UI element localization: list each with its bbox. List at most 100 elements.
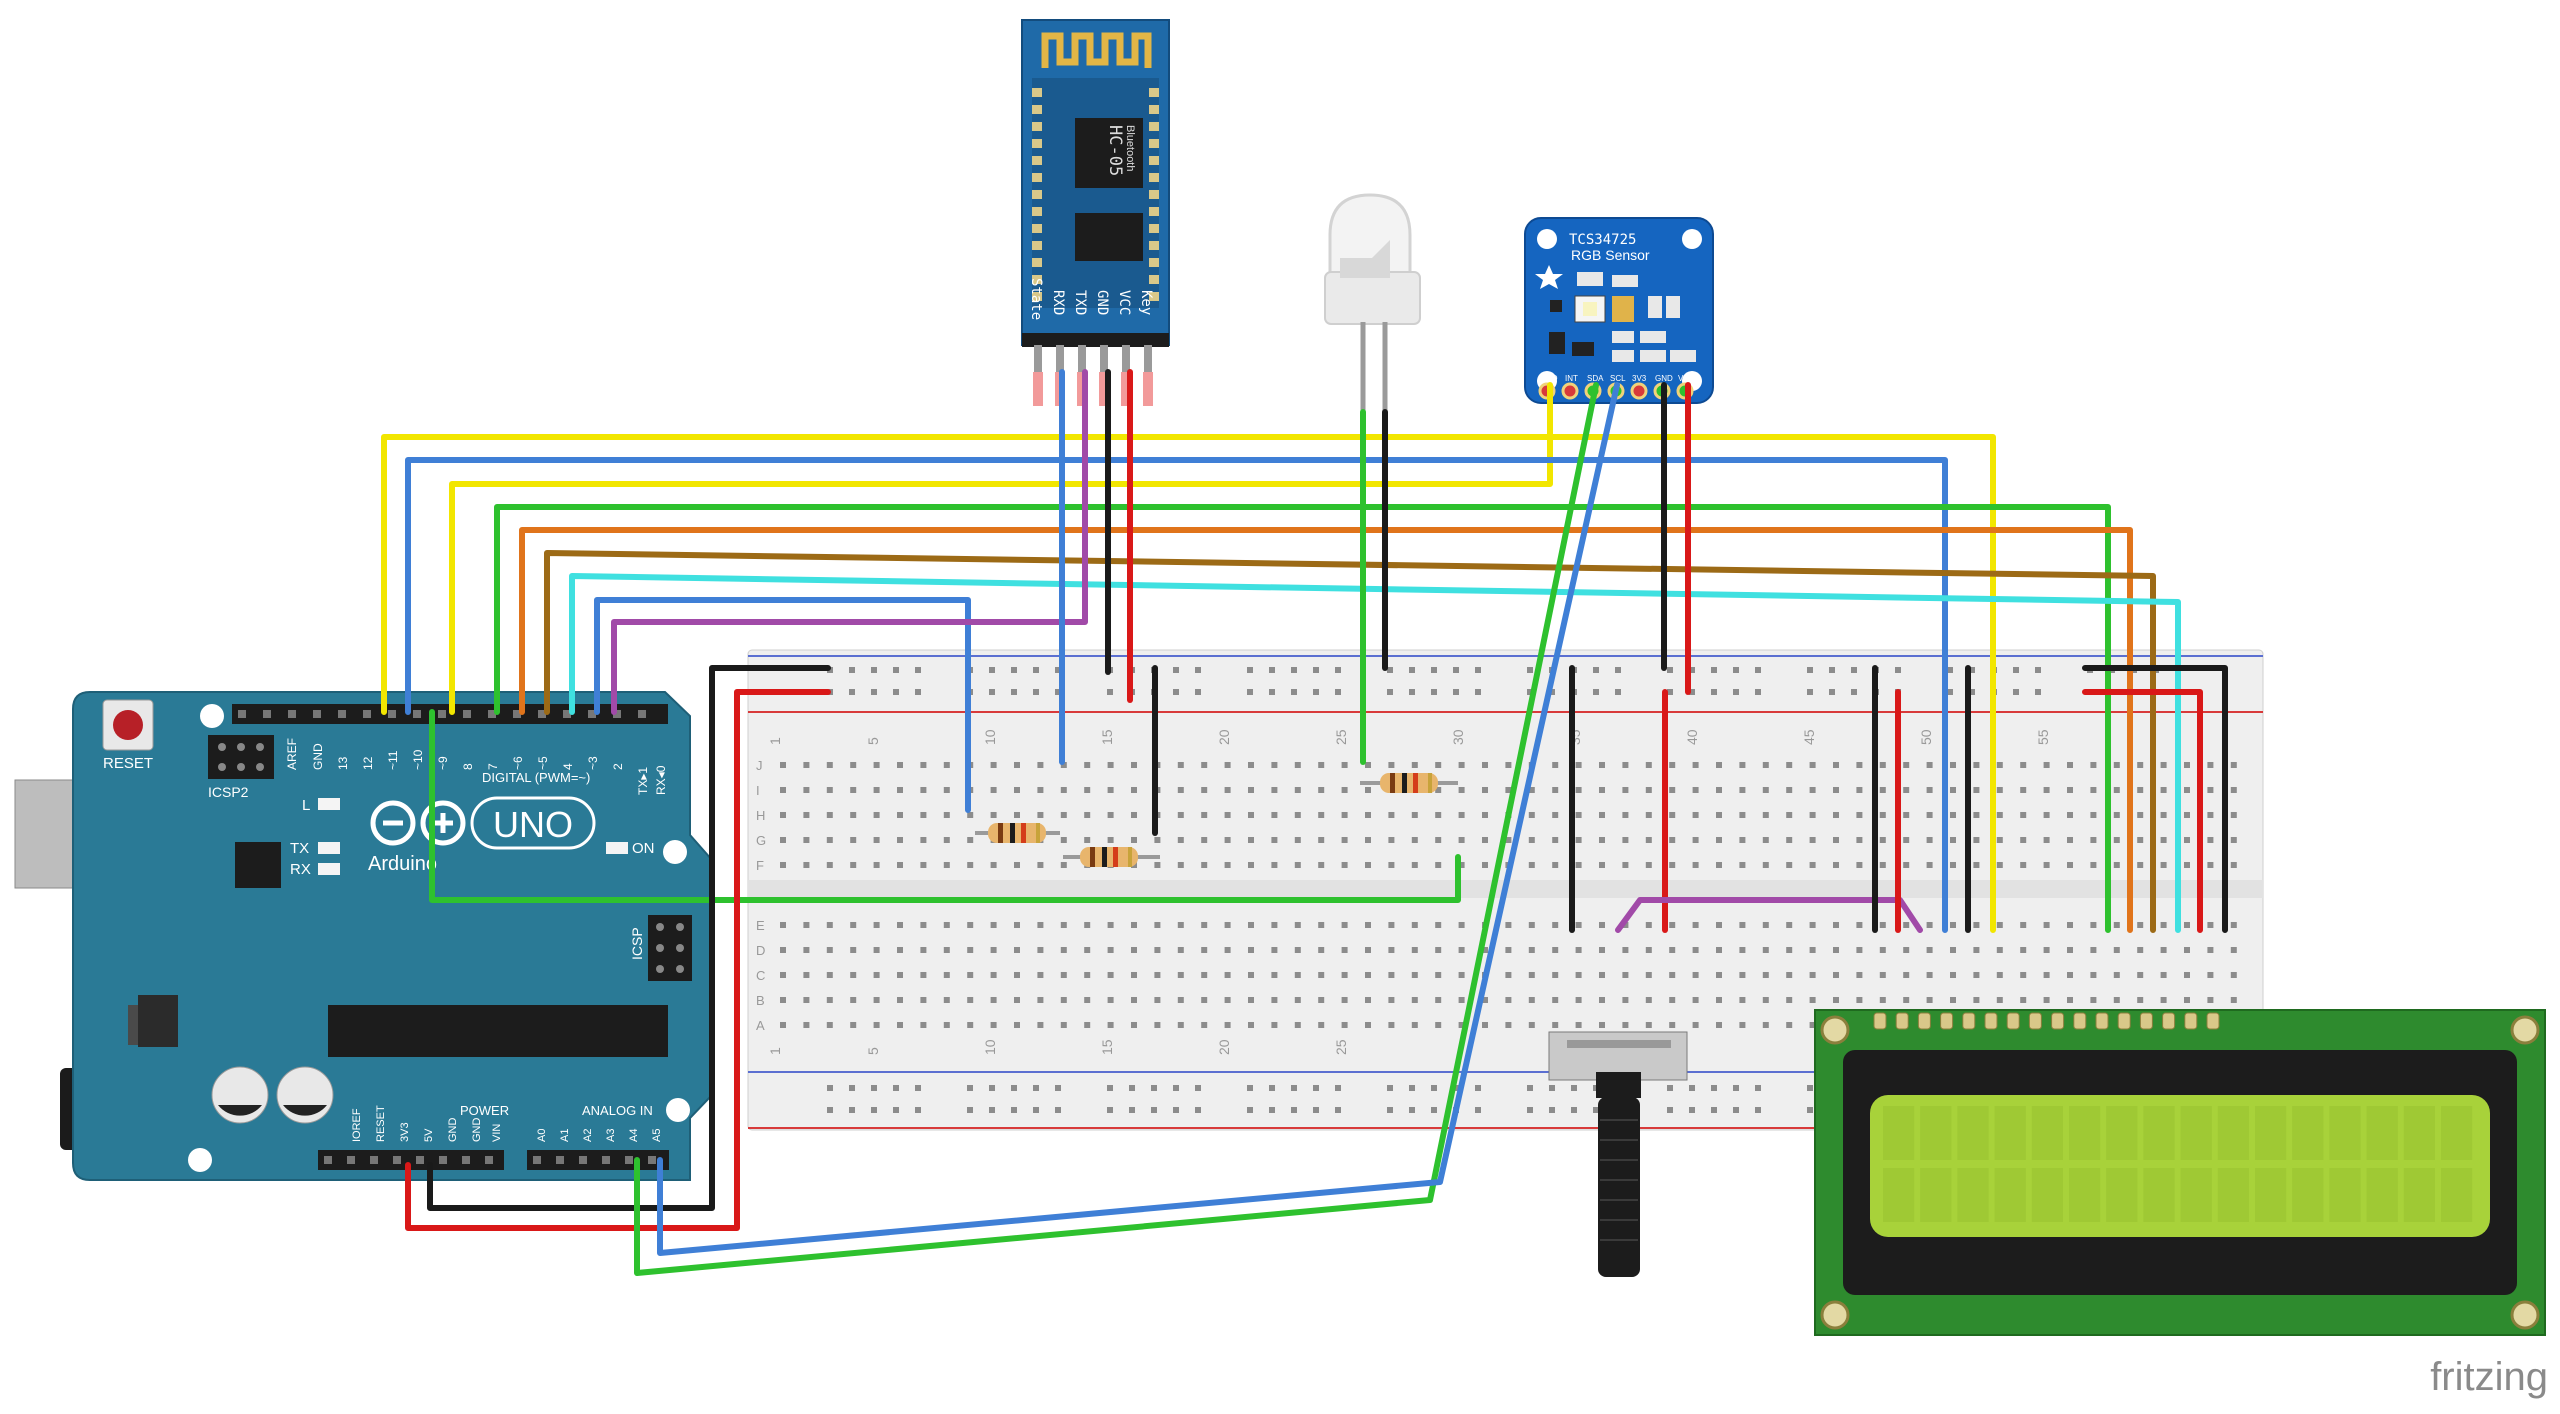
breadboard-hole <box>1716 997 1722 1003</box>
rail-hole <box>1409 689 1415 695</box>
rail-hole <box>1335 667 1341 673</box>
breadboard-hole <box>1762 837 1769 843</box>
breadboard-hole <box>1786 812 1793 818</box>
bt-pad <box>1149 105 1159 114</box>
breadboard-hole <box>990 947 997 953</box>
breadboard-hole <box>1037 997 1044 1003</box>
breadboard-hole <box>873 972 880 978</box>
col-num-45: 45 <box>1801 729 1817 745</box>
led-rx <box>318 863 340 875</box>
rail-hole <box>1947 667 1953 673</box>
header-pin <box>625 1156 633 1164</box>
breadboard-hole <box>1739 972 1746 978</box>
breadboard-hole <box>1060 947 1067 953</box>
rail-hole <box>871 1085 877 1091</box>
breadboard-hole <box>2207 862 2214 868</box>
breadboard-hole <box>1037 862 1044 868</box>
breadboard-hole <box>1879 972 1886 978</box>
breadboard-hole <box>1528 1022 1535 1028</box>
breadboard-hole <box>780 922 786 928</box>
lcd-cell <box>2106 1168 2138 1222</box>
wire-purple-pot <box>1615 897 1923 933</box>
rail-hole <box>1055 689 1061 695</box>
bt-pad <box>1032 258 1042 267</box>
breadboard-hole <box>1926 947 1933 953</box>
breadboard-hole <box>920 762 927 768</box>
breadboard-hole <box>1365 862 1371 868</box>
breadboard-hole <box>803 1022 810 1028</box>
breadboard-hole <box>2090 837 2097 843</box>
breadboard-hole <box>1224 1022 1231 1028</box>
col-num-5b: 5 <box>865 1047 881 1055</box>
pin-label-5: ~5 <box>536 756 550 770</box>
breadboard-hole <box>850 787 857 793</box>
lcd-pin <box>1917 1012 1931 1030</box>
col-num-5: 5 <box>865 737 881 745</box>
rail-hole <box>1335 1085 1341 1091</box>
breadboard-hole <box>1552 812 1559 818</box>
breadboard-hole <box>2020 997 2027 1003</box>
reset-button-cap[interactable] <box>113 710 143 740</box>
breadboard-hole <box>1505 922 1512 928</box>
breadboard-hole <box>1903 922 1910 928</box>
breadboard-hole <box>1552 997 1559 1003</box>
rail-hole <box>1291 667 1297 673</box>
bt-pad <box>1149 292 1159 301</box>
bt-leg-tip <box>1143 372 1153 406</box>
breadboard-hole <box>1248 972 1254 978</box>
breadboard-hole <box>2230 812 2237 818</box>
breadboard-hole <box>2020 837 2027 843</box>
bt-pad <box>1032 190 1042 199</box>
breadboard-hole <box>2184 947 2190 953</box>
breadboard-hole <box>2020 862 2027 868</box>
breadboard-hole <box>2184 837 2190 843</box>
breadboard-hole <box>1107 787 1114 793</box>
breadboard-hole <box>1388 837 1395 843</box>
rail-hole <box>1269 1085 1275 1091</box>
lcd-cell <box>1920 1168 1952 1222</box>
breadboard-hole <box>2043 922 2050 928</box>
rail-hole <box>1969 667 1975 673</box>
breadboard-hole <box>1107 837 1114 843</box>
breadboard-hole <box>780 762 786 768</box>
breadboard-hole <box>1528 862 1535 868</box>
breadboard-hole <box>803 922 810 928</box>
breadboard-hole <box>1716 812 1722 818</box>
breadboard-hole <box>2230 972 2237 978</box>
breadboard-hole <box>1879 862 1886 868</box>
breadboard-hole <box>1599 1022 1605 1028</box>
rail-hole <box>893 1107 899 1113</box>
bt-pad <box>1032 275 1042 284</box>
breadboard-hole <box>1458 972 1465 978</box>
arduino-logo <box>370 800 466 846</box>
row-letter-c: C <box>756 968 765 983</box>
row-letter-i: I <box>756 783 760 798</box>
lcd-cell <box>1883 1168 1915 1222</box>
bt-leg-tip <box>1099 372 1109 406</box>
rail-hole <box>871 667 877 673</box>
breadboard-hole <box>1435 762 1442 768</box>
breadboard-hole <box>1201 812 1208 818</box>
rail-hole <box>849 1085 855 1091</box>
col-num-25b: 25 <box>1333 1039 1349 1055</box>
rail-hole <box>1453 689 1459 695</box>
breadboard-hole <box>1996 862 2003 868</box>
breadboard-hole <box>1622 947 1629 953</box>
wire-brown <box>544 550 2156 933</box>
row-letter-a: A <box>756 1018 765 1033</box>
breadboard-hole <box>1762 997 1769 1003</box>
breadboard-hole <box>1575 787 1582 793</box>
breadboard-hole <box>850 762 857 768</box>
breadboard-hole <box>1879 787 1886 793</box>
rail-hole <box>1711 1107 1717 1113</box>
rail-hole <box>915 1085 921 1091</box>
breadboard-hole <box>1224 997 1231 1003</box>
breadboard-hole <box>2113 922 2120 928</box>
svg-text:GND: GND <box>1655 374 1673 383</box>
breadboard-hole <box>1973 812 1980 818</box>
rail-hole <box>1335 689 1341 695</box>
led-l <box>318 798 340 810</box>
breadboard-hole <box>1060 812 1067 818</box>
col-num-40: 40 <box>1684 729 1700 745</box>
rgb-pad <box>1630 382 1648 400</box>
